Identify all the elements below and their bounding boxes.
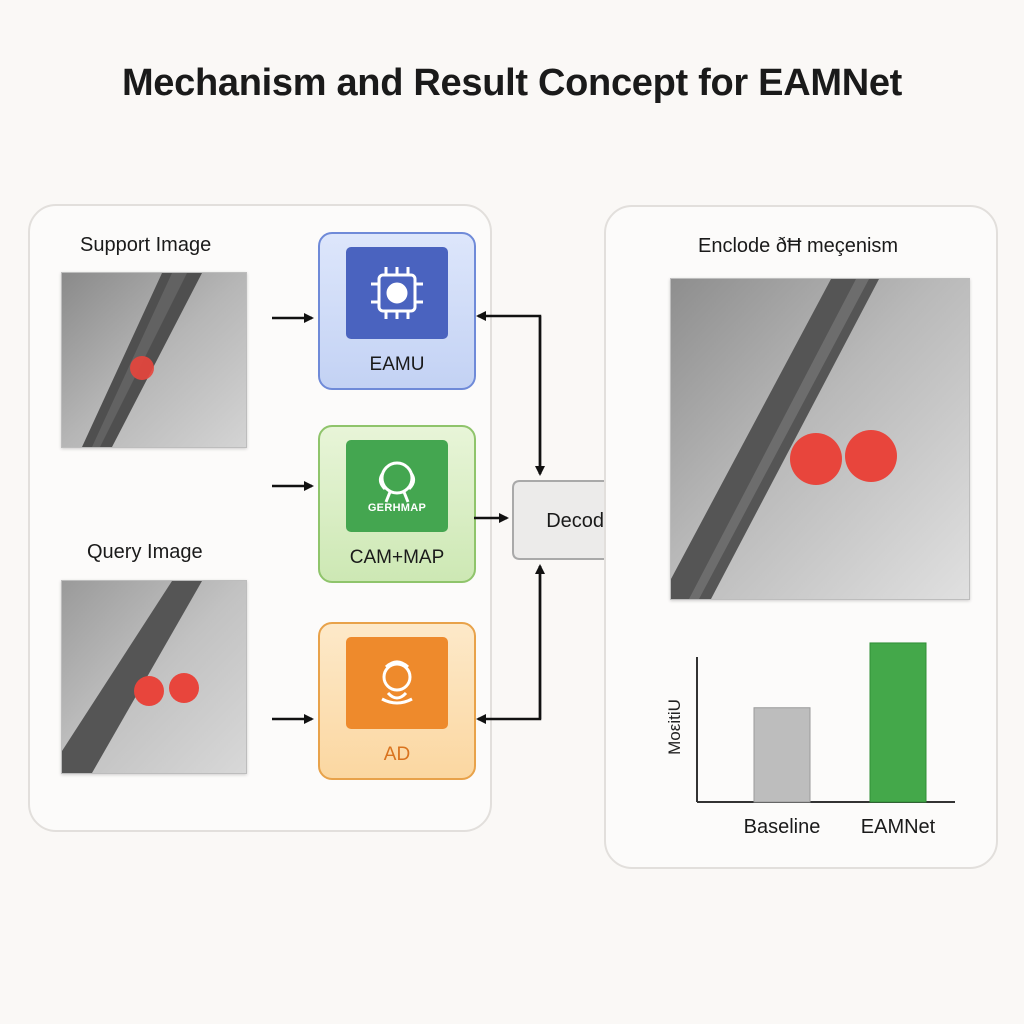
x-tick-label-baseline: Baseline [744,816,821,838]
bar-baseline [753,707,811,803]
x-tick-label-eamnet: EAMNet [861,816,936,838]
query-image-label: Query Image [87,541,203,563]
decoder-label: Decoder [546,510,622,532]
result-panel-title: Enclode ðĦ meçenism [698,235,899,257]
cam-map-label: CAM+MAP [349,547,445,568]
eamu-module: EAMU [318,232,476,390]
y-axis-label: MoεitiU [665,699,684,755]
cam-map-icon-caption: GERHMAP [367,502,427,514]
eamu-label: EAMU [369,354,425,375]
cam-map-module: GERHMAP CAM+MAP [318,425,476,583]
support-image-label: Support Image [80,234,212,256]
person-icon [346,637,448,729]
query-image [61,580,247,774]
ad-label: AD [383,744,411,765]
ad-module: AD [318,622,476,780]
robot-head-icon: GERHMAP [346,440,448,532]
result-image [670,278,970,600]
bar-eamnet [869,642,927,803]
support-image [61,272,247,448]
chip-icon [346,247,448,339]
page-title: Mechanism and Result Concept for EAMNet [121,62,903,104]
